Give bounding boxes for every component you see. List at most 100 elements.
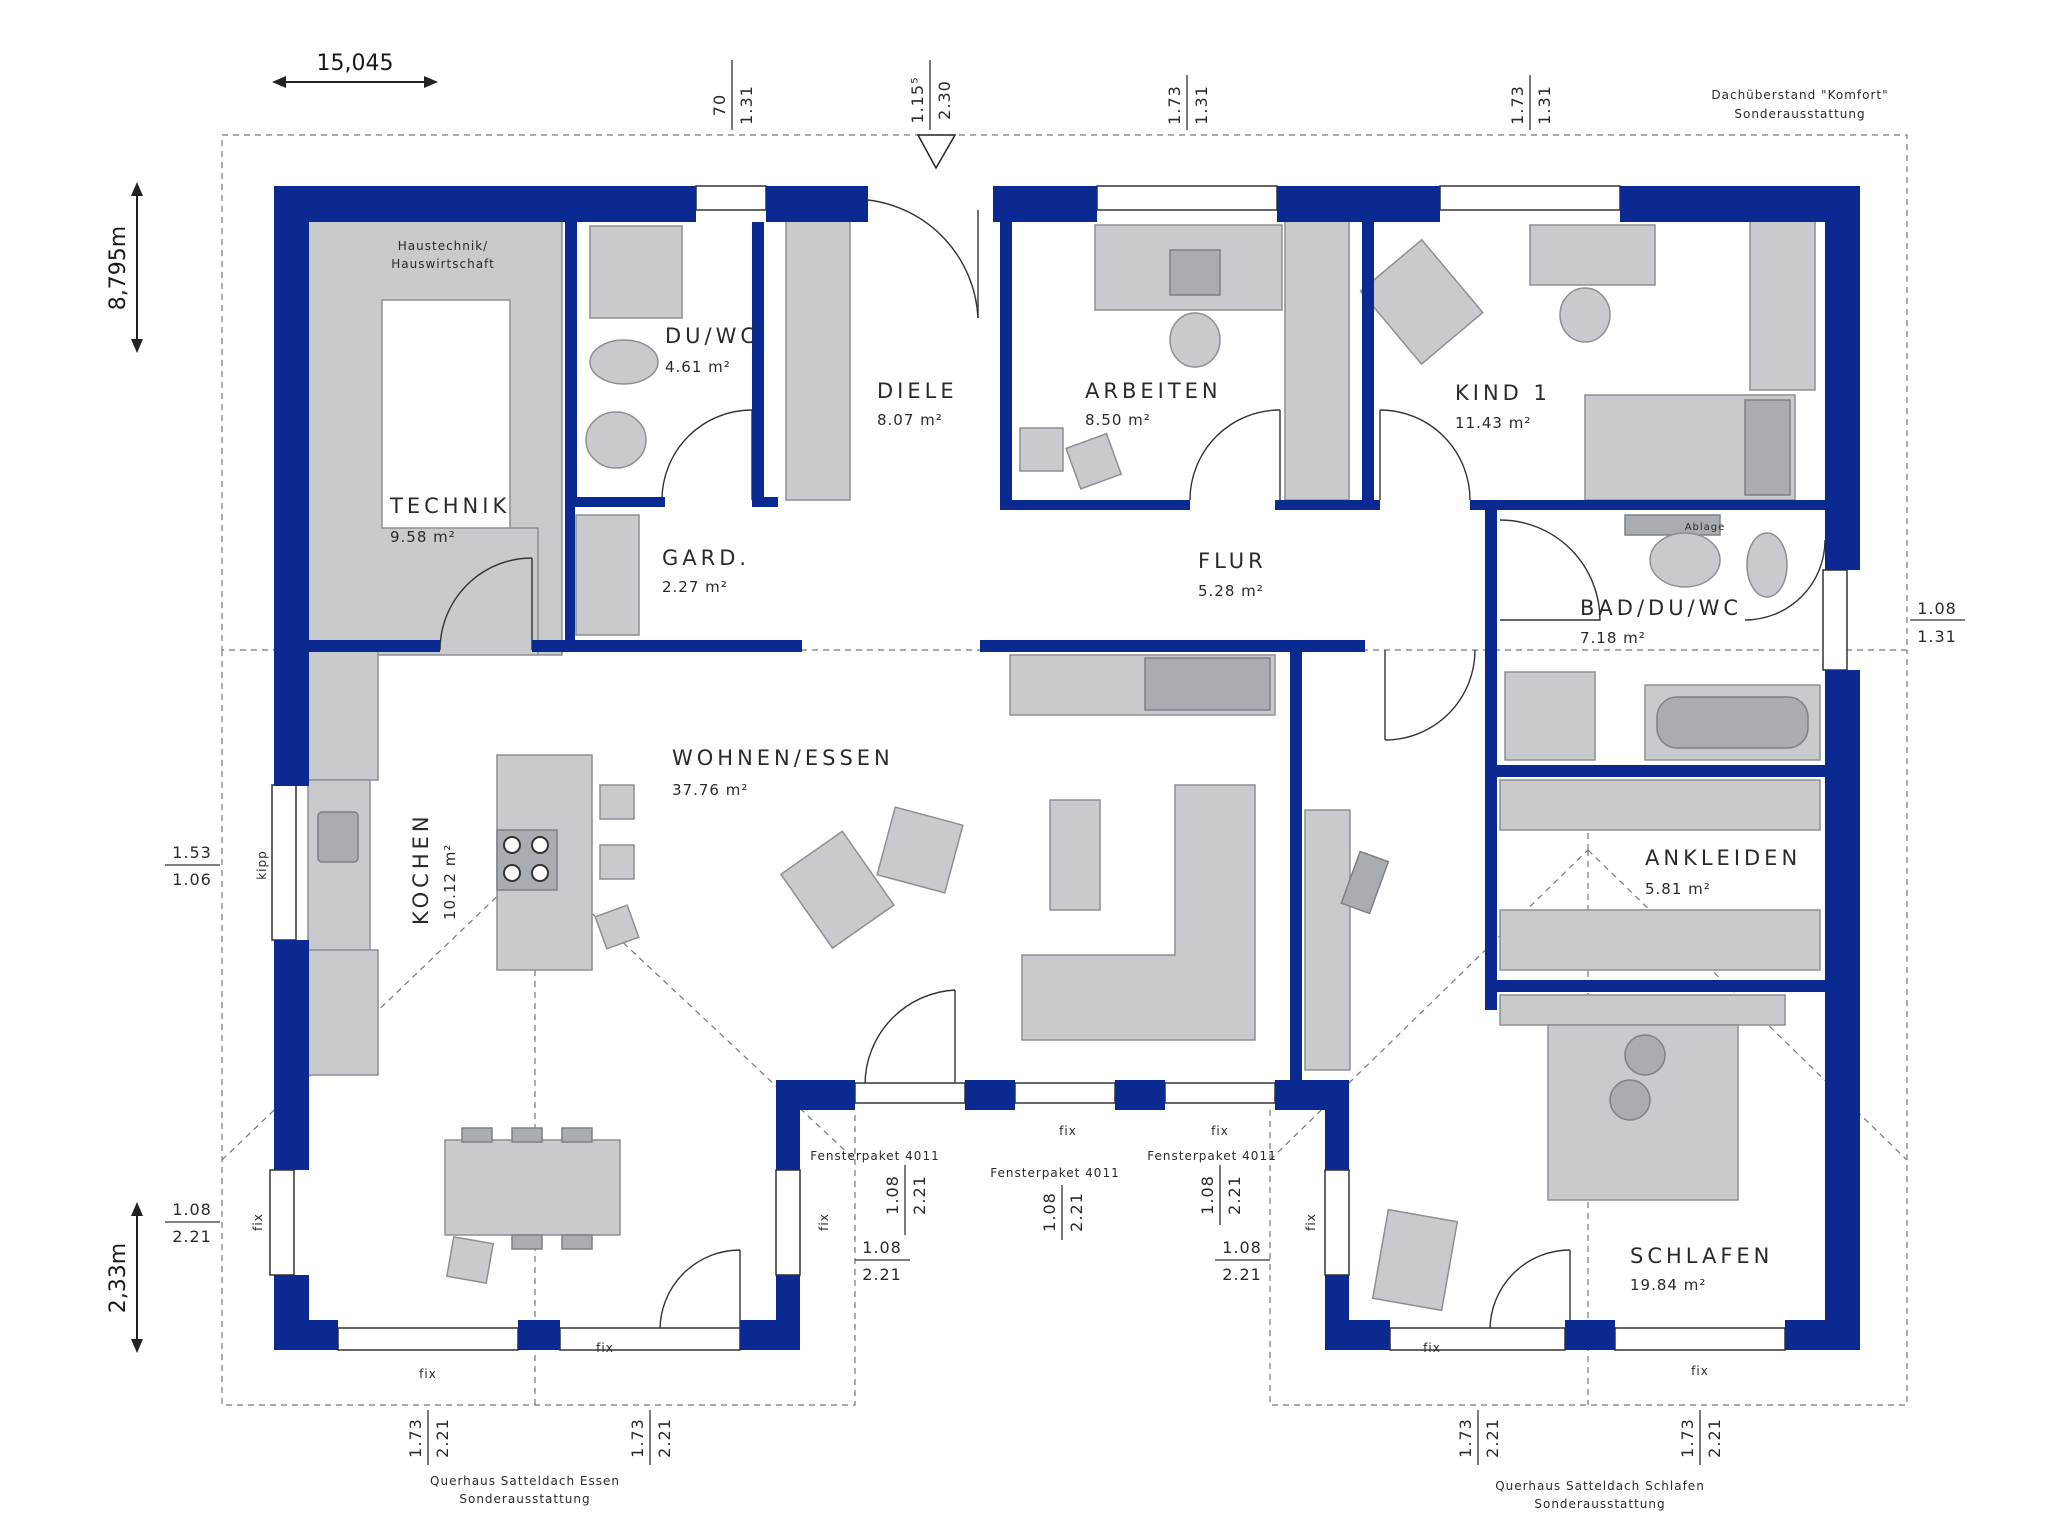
washbasin-bad	[1649, 532, 1721, 588]
fix-label: fix	[1304, 1213, 1318, 1231]
dim-top-1-b: 1.31	[737, 85, 756, 125]
room-labels: Haustechnik/ Hauswirtschaft TECHNIK 9.58…	[389, 239, 1797, 1294]
wardrobe-arbeiten	[1284, 219, 1350, 501]
chair-arbeiten	[1169, 312, 1221, 368]
kitchen-sink-counter	[307, 779, 371, 951]
room-name-kind1: KIND 1	[1455, 381, 1551, 405]
ablage-label: Ablage	[1685, 522, 1726, 533]
room-name-flur: FLUR	[1198, 549, 1267, 573]
dim-right-a: 1.08	[1917, 599, 1957, 618]
entrance-door-swing	[867, 199, 979, 319]
dim-right-b: 1.31	[1917, 627, 1957, 646]
room-name-technik: TECHNIK	[389, 494, 510, 518]
fix-label: fix	[1211, 1124, 1229, 1138]
window-bad	[1822, 569, 1848, 671]
dim-mid-1-a: 1.08	[883, 1175, 902, 1215]
toilet-bad	[1746, 532, 1788, 598]
overall-width: 15,045	[317, 51, 394, 76]
room-area-flur: 5.28 m²	[1198, 582, 1264, 600]
nightstands	[1499, 994, 1786, 1026]
sideboard-right	[1304, 809, 1351, 1071]
dim-bottom-2-b: 2.21	[655, 1418, 674, 1458]
room-name-du-wc: DU/WC	[665, 324, 759, 348]
shower-bad	[1504, 671, 1596, 761]
wardrobe-diele	[785, 219, 851, 501]
notes: Dachüberstand "Komfort" Sonderausstattun…	[430, 88, 1888, 1511]
room-area-du-wc: 4.61 m²	[665, 358, 731, 376]
utility-counter	[307, 219, 563, 656]
entrance-arrow-icon	[916, 134, 957, 170]
fix-label: fix	[1691, 1364, 1709, 1378]
corner-sofa	[1021, 784, 1256, 1041]
fix-label: fix	[251, 1213, 265, 1231]
room-area-bad: 7.18 m²	[1580, 629, 1646, 647]
room-area-arbeiten: 8.50 m²	[1085, 411, 1151, 429]
dim-bottom-2-a: 1.73	[628, 1418, 647, 1458]
room-name-wohnen: WOHNEN/ESSEN	[672, 746, 894, 770]
dim-mid-3-b: 2.21	[1225, 1175, 1244, 1215]
dim-bottom-3-b: 2.21	[1483, 1418, 1502, 1458]
overall-dimensions: 15,045 8,795m 2,33m	[106, 51, 438, 1353]
arrow-up-icon	[131, 1202, 143, 1216]
dim-top-3-b: 1.31	[1192, 85, 1211, 125]
dim-mid-2-b: 2.21	[1067, 1192, 1086, 1232]
dim-bay-left-b: 2.21	[862, 1265, 902, 1284]
fix-label: fix	[817, 1213, 831, 1231]
room-area-kind1: 11.43 m²	[1455, 414, 1531, 432]
dim-bay-left-a: 1.08	[862, 1238, 902, 1257]
window-annotations: kipp fix fix fix fix fix fix fix fix fix…	[251, 850, 1709, 1381]
room-name-schlafen: SCHLAFEN	[1630, 1244, 1773, 1268]
room-area-wohnen: 37.76 m²	[672, 781, 748, 799]
window-kitchen	[271, 784, 297, 941]
wardrobe-kind	[1749, 219, 1816, 391]
dim-bottom-3-a: 1.73	[1456, 1418, 1475, 1458]
dim-mid-3-a: 1.08	[1198, 1175, 1217, 1215]
fensterpaket-label: Fensterpaket 4011	[990, 1166, 1119, 1180]
coffee-table	[1049, 799, 1101, 911]
dim-bottom-1-b: 2.21	[433, 1418, 452, 1458]
dim-left-kitchen-b: 1.06	[172, 870, 212, 889]
dim-mid-2-a: 1.08	[1040, 1192, 1059, 1232]
kipp-label: kipp	[255, 850, 269, 880]
wardrobe-gard	[575, 514, 640, 636]
room-name-bad: BAD/DU/WC	[1580, 596, 1742, 620]
dim-bottom-4-a: 1.73	[1678, 1418, 1697, 1458]
arrow-down-icon	[131, 1339, 143, 1353]
furniture	[307, 219, 1821, 1312]
dim-top-2-a: 1.15⁵	[908, 76, 927, 123]
room-name-diele: DIELE	[877, 379, 958, 403]
armchair-living	[779, 830, 895, 950]
fensterpaket-label: Fensterpaket 4011	[810, 1149, 939, 1163]
querhaus-essen-note-2: Sonderausstattung	[459, 1492, 590, 1506]
bay-depth: 2,33m	[106, 1243, 131, 1313]
room-name-gard: GARD.	[662, 546, 750, 570]
dim-left-kitchen-a: 1.53	[172, 843, 212, 862]
dim-top-3-a: 1.73	[1165, 85, 1184, 125]
shower-tray	[589, 225, 683, 319]
walls	[274, 186, 1860, 1350]
fix-label: fix	[596, 1341, 614, 1355]
kitchen-sink	[317, 811, 359, 863]
roof-note-2: Sonderausstattung	[1734, 107, 1865, 121]
fix-label: fix	[1423, 1341, 1441, 1355]
dim-left-bay-b: 2.21	[172, 1227, 212, 1246]
dim-left-bay-a: 1.08	[172, 1200, 212, 1219]
room-area-kochen: 10.12 m²	[441, 844, 459, 920]
chair-kind	[1559, 287, 1611, 343]
arrow-down-icon	[131, 339, 143, 353]
querhaus-schlafen-note: Querhaus Satteldach Schlafen	[1495, 1479, 1705, 1493]
window-kind	[1439, 185, 1621, 211]
room-area-technik: 9.58 m²	[390, 528, 456, 546]
dining-chair	[445, 1235, 495, 1285]
dim-bottom-4-b: 2.21	[1705, 1418, 1724, 1458]
haustechnik-label-2: Hauswirtschaft	[391, 257, 495, 271]
dim-top-4-b: 1.31	[1535, 85, 1554, 125]
stool-arbeiten	[1019, 427, 1064, 472]
roof-note: Dachüberstand "Komfort"	[1711, 88, 1888, 102]
room-area-diele: 8.07 m²	[877, 411, 943, 429]
dim-bay-right-b: 2.21	[1222, 1265, 1262, 1284]
dining-table	[444, 1139, 621, 1236]
window-du	[695, 185, 767, 211]
fix-label: fix	[1059, 1124, 1077, 1138]
overall-depth: 8,795m	[106, 226, 131, 310]
